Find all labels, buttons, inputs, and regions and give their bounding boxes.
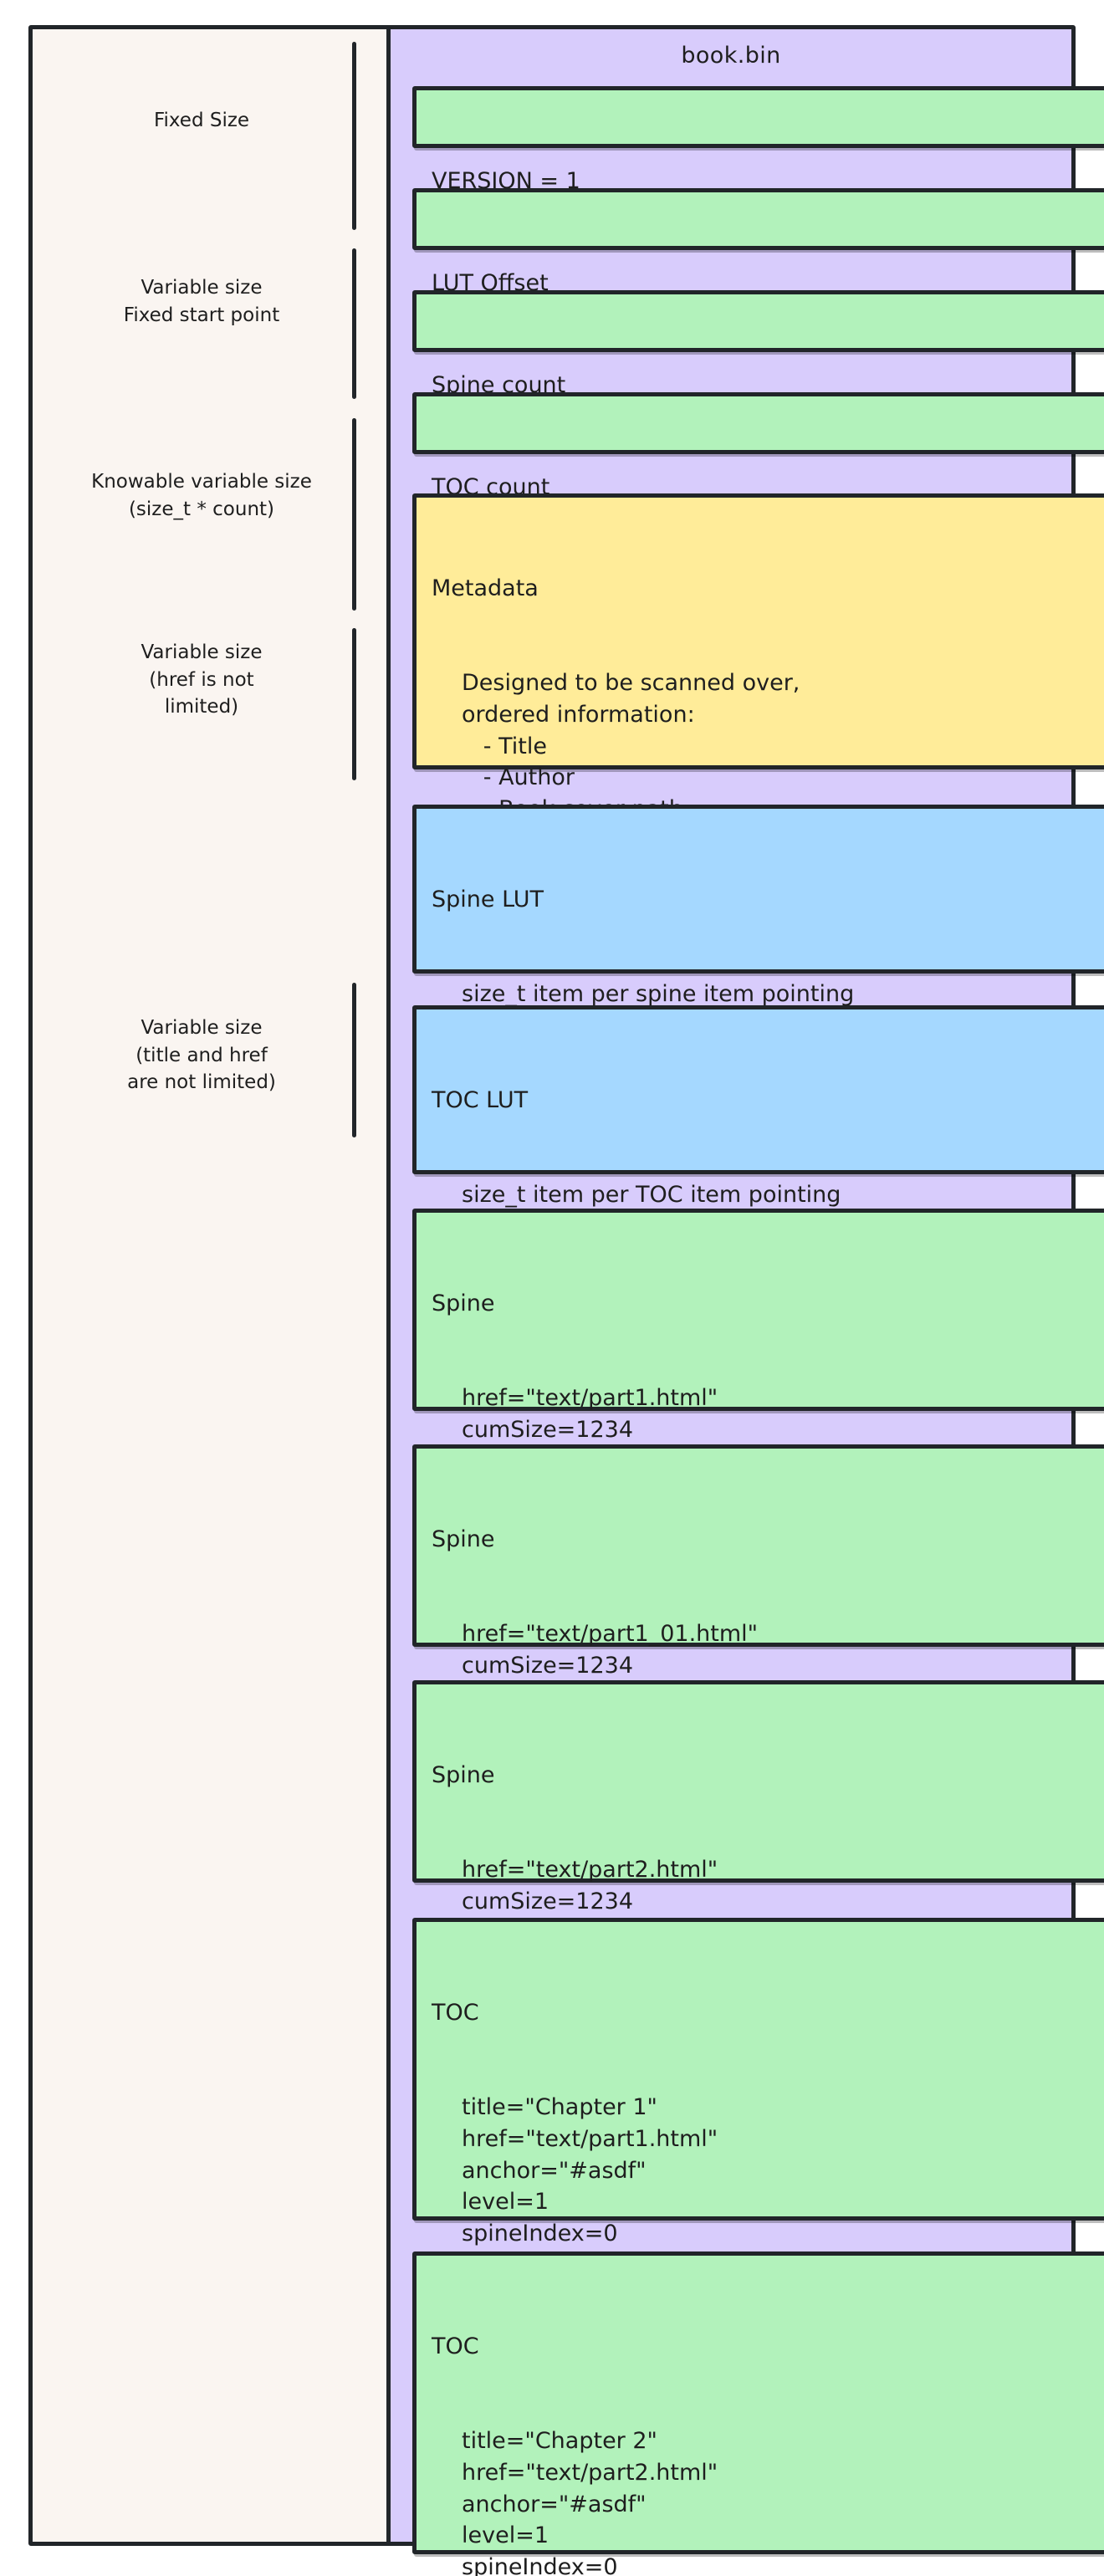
node-toc-2-title: TOC	[432, 2333, 479, 2359]
annotation-variable-href: Variable size (href is not limited)	[141, 641, 263, 718]
node-spine-3-title: Spine	[432, 1761, 495, 1788]
node-spine-2-title: Spine	[432, 1526, 495, 1552]
node-toc-2[interactable]: TOC title="Chapter 2" href="text/part2.h…	[412, 2251, 1104, 2576]
node-toc-1-title: TOC	[432, 1999, 479, 2026]
annotation-column: Fixed Size Variable size Fixed start poi…	[33, 29, 386, 2542]
node-toc-lut[interactable]: TOC LUT size_t item per TOC item pointin…	[412, 1005, 1104, 1239]
node-toc-2-body: title="Chapter 2" href="text/part2.html"…	[462, 2427, 718, 2576]
book-bin-frame: Fixed Size Variable size Fixed start poi…	[28, 25, 1104, 2576]
node-spine-1[interactable]: Spine href="text/part1.html" cumSize=123…	[412, 1209, 1104, 1475]
bracket-variable-href	[352, 628, 356, 780]
node-toc-1[interactable]: TOC title="Chapter 1" href="text/part1.h…	[412, 1918, 1104, 2246]
book-bin-container: book.bin VERSION = 1 LUT Offset Spine co…	[386, 29, 1104, 2576]
node-lut-offset[interactable]: LUT Offset	[412, 188, 1104, 296]
bracket-fixed-size	[352, 42, 356, 230]
node-version[interactable]: VERSION = 1	[412, 86, 1104, 194]
file-title: book.bin	[681, 43, 781, 69]
annotation-variable-fixed-start: Variable size Fixed start point	[123, 277, 280, 326]
node-toc-lut-title: TOC LUT	[432, 1086, 529, 1113]
node-spine-2[interactable]: Spine href="text/part1_01.html" cumSize=…	[412, 1444, 1104, 1710]
node-spine-count[interactable]: Spine count	[412, 290, 1104, 398]
annotation-variable-title-href: Variable size (title and href are not li…	[127, 1017, 276, 1094]
annotation-knowable-variable-size: Knowable variable size (size_t * count)	[91, 471, 312, 520]
bracket-knowable-variable-size	[352, 418, 356, 611]
node-spine-lut-title: Spine LUT	[432, 886, 544, 912]
node-toc-1-body: title="Chapter 1" href="text/part1.html"…	[462, 2093, 718, 2247]
node-spine-3[interactable]: Spine href="text/part2.html" cumSize=123…	[412, 1680, 1104, 1946]
node-spine-lut[interactable]: Spine LUT size_t item per spine item poi…	[412, 805, 1104, 1039]
bracket-variable-title-href	[352, 983, 356, 1137]
node-toc-count[interactable]: TOC count	[412, 392, 1104, 500]
bracket-variable-fixed-start	[352, 248, 356, 399]
node-metadata-title: Metadata	[432, 575, 539, 601]
annotation-fixed-size: Fixed Size	[153, 110, 250, 131]
node-spine-1-title: Spine	[432, 1290, 495, 1316]
node-metadata-body: Designed to be scanned over, ordered inf…	[462, 669, 800, 822]
node-metadata[interactable]: Metadata Designed to be scanned over, or…	[412, 493, 1104, 822]
